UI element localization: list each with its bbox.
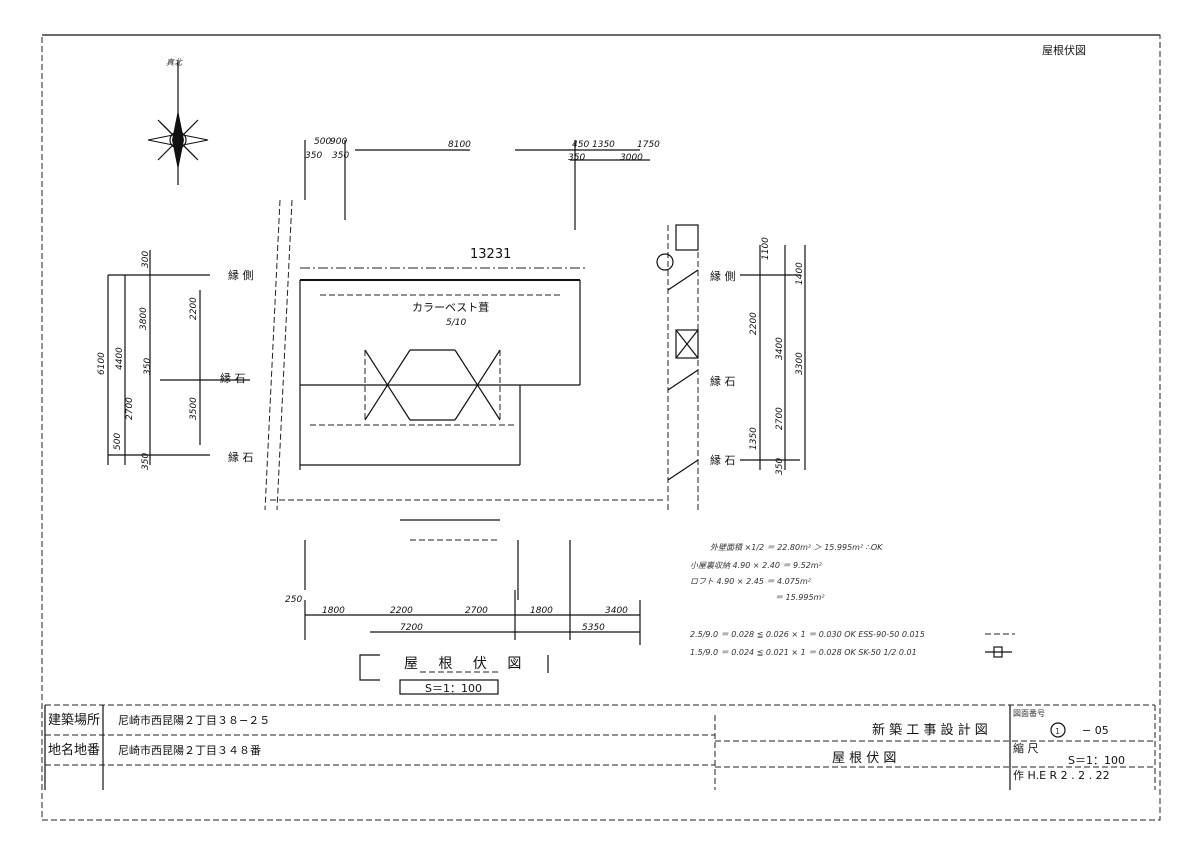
date-value: 作 H.E R 2 . 2 . 22 [1013,769,1110,782]
dim-left-0: 6100 [97,352,107,375]
dim-bottom-6: 7200 [400,623,423,633]
drawing-number-value: − 05 [1082,724,1109,737]
dimension-lines [107,140,806,645]
roof-material-label: カラーベスト葺 [412,301,489,314]
dim-top-2: 350 [305,151,322,161]
room-label-3: 縁 側 [710,269,736,283]
dim-left-1: 4400 [115,347,125,370]
dim-left-7: 3500 [189,397,199,420]
ridge-length-label: 13231 [470,247,511,262]
scale-label: 縮 尺 [1013,741,1039,755]
legend-note-0: 2.5/9.0 ＝ 0.028 ≦ 0.026 × 1 ＝ 0.030 OK E… [690,630,925,639]
legend-note-1: 1.5/9.0 ＝ 0.024 ≦ 0.021 × 1 ＝ 0.028 OK S… [690,648,917,657]
dim-left-2: 3800 [139,307,149,330]
drawing-title: 屋 根 伏 図 [404,656,529,672]
dim-right-6: 1400 [795,262,805,285]
dim-top-4: 8100 [448,140,471,150]
dim-right-7: 350 [775,458,785,475]
lot-value: 尼崎市西昆陽２丁目３４８番 [118,743,261,757]
dim-left-4: 500 [113,433,123,450]
dim-top-8: 350 [568,153,585,163]
dim-left-3: 2700 [125,397,135,420]
dim-right-3: 3300 [795,352,805,375]
area-note-2: ロフト 4.90 × 2.45 ＝ 4.075m² [690,577,812,586]
dim-bottom-3: 2700 [465,606,488,616]
roof-pitch-label: 5/10 [446,318,466,328]
drawing-number-circle [1050,722,1066,738]
drawing-title-box [359,654,549,695]
lot-label: 地名地番 [48,742,100,758]
dim-top-9: 3000 [620,153,643,163]
room-label-2: 縁 石 [228,450,254,464]
room-label-5: 縁 石 [710,453,736,467]
dim-bottom-1: 1800 [322,606,345,616]
dim-right-1: 2200 [749,312,759,335]
dim-right-2: 3400 [775,337,785,360]
room-label-4: 縁 石 [710,374,736,388]
dim-right-4: 2700 [775,407,785,430]
area-note-3: ＝ 15.995m² [775,593,825,602]
dim-left-6: 2200 [189,297,199,320]
dim-top-7: 1750 [637,140,660,150]
dim-right-0: 1100 [761,237,771,260]
dim-bottom-2: 2200 [390,606,413,616]
compass-label: 真北 [166,58,183,67]
drawing-scale: S＝1：100 [425,682,482,695]
project-title: 新 築 工 事 設 計 図 [872,722,988,738]
annex-outline [656,224,699,510]
drawing-number-circle-text: 1 [1055,727,1060,736]
room-label-0: 縁 側 [228,268,254,282]
dim-left-5: 350 [141,453,151,470]
dim-left-9: 300 [141,251,151,268]
dim-bottom-0: 250 [285,595,302,605]
dim-bottom-5: 3400 [605,606,628,616]
legend-drain-symbol-icon [985,646,1012,658]
dim-bottom-7: 5350 [582,623,605,633]
north-compass-icon [147,60,209,185]
title-block [44,704,1156,790]
area-note-0: 外壁面積 ×1/2 ＝ 22.80m² ＞ 15.995m² ∴OK [710,543,883,552]
dim-top-5: 450 [572,140,589,150]
site-value: 尼崎市西昆陽２丁目３８−２５ [118,713,270,727]
dim-top-0: 500 [314,137,331,147]
dim-top-1: 900 [330,137,347,147]
dim-bottom-4: 1800 [530,606,553,616]
dim-left-8: 350 [143,358,153,375]
roof-outline [264,199,665,541]
drawing-number-label: 図面番号 [1013,708,1045,718]
sheet-border [41,34,1161,821]
room-label-1: 縁 石 [220,371,246,385]
site-label: 建築場所 [48,713,100,728]
sheet-title: 屋根伏図 [1042,43,1086,57]
dim-top-6: 1350 [592,140,615,150]
dim-top-3: 350 [332,151,349,161]
drawing-name: 屋 根 伏 図 [832,751,896,766]
scale-value: S＝1：100 [1068,754,1125,767]
dim-right-5: 1350 [749,427,759,450]
area-note-1: 小屋裏収納 4.90 × 2.40 ＝ 9.52m² [690,561,823,570]
